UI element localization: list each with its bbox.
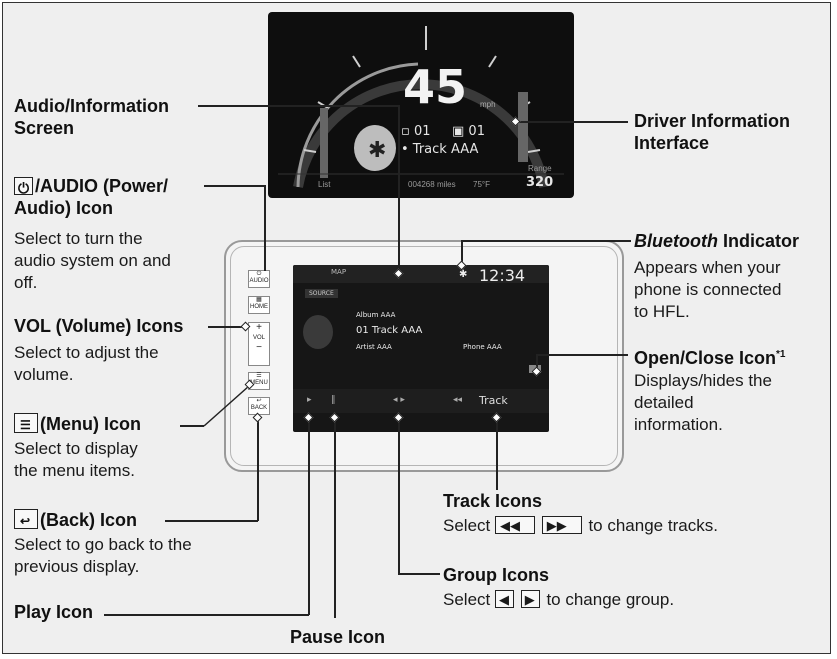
track-prev-button[interactable]: ◂◂ [453,395,463,405]
leader-open-close-v [536,354,538,370]
plus-icon: + [256,322,262,333]
label-back: ↩(Back) Icon [14,509,137,531]
map-tab[interactable]: MAP [331,268,347,276]
pause-button[interactable]: ‖ [331,395,336,405]
leader-power-v [264,185,266,271]
cluster-speed: 45 [403,60,468,114]
power-icon: ⏻ [14,177,33,196]
screen-track: 01 Track AAA [356,325,423,336]
track-button[interactable]: Track [479,394,508,407]
bluetooth-indicator-icon: ✱ [459,269,468,280]
cluster-range: 320 [526,175,554,190]
cluster-disc-row: ▫ 01 [401,124,431,139]
label-power-audio: ⏻/AUDIO (Power/Audio) Icon [14,176,169,218]
menu-icon: ☰ [14,413,38,433]
group-buttons[interactable]: ◂ ▸ [393,395,405,405]
leader-menu-h [180,425,204,427]
leader-back-v [257,418,259,521]
leader-group-v [398,418,400,574]
leader-play-h [104,614,309,616]
label-open-close: Open/Close Icon*1 [634,348,786,368]
label-play: Play Icon [14,602,94,622]
head-unit-inner-bezel [230,246,618,466]
label-group: Group Icons [443,565,550,585]
screen-phone: Phone AAA [463,343,502,351]
leader-open-close-h [536,354,628,356]
leader-driver-info [518,121,628,123]
disc-icon: ▫ [401,124,414,139]
leader-audio-screen-v [398,105,400,273]
cluster-speed-unit: mph [480,100,496,109]
cluster-track: • Track AAA [401,142,479,157]
leader-vol [208,326,248,328]
screen-clock: 12:34 [479,266,526,285]
cluster-folder-row: ▣ 01 [452,124,485,139]
leader-pause-v [334,418,336,618]
audio-information-screen: MAP ✱ 12:34 SOURCE Album AAA 01 Track AA… [293,265,549,432]
label-pause: Pause Icon [290,627,386,647]
home-grid-icon: ▦ [256,297,262,303]
svg-text:✱: ✱ [368,138,386,163]
screen-album: Album AAA [356,311,396,319]
play-button[interactable]: ▸ [307,395,312,405]
volume-button[interactable]: +VOL− [248,322,270,366]
screen-control-bar [293,389,549,413]
leader-audio-screen-h [198,105,398,107]
minus-icon: − [256,342,262,353]
screen-status-bar [293,265,549,283]
power-audio-button[interactable]: ⏻AUDIO [248,270,270,288]
back-icon: ↩ [14,509,38,529]
driver-information-interface: ✱ 45 mph ▫ 01 ▣ 01 • Track AAA List 0042… [268,12,574,198]
cluster-gauge-arc: ✱ [278,26,564,188]
skip-forward-icon: ▶▶ [541,516,582,534]
folder-icon: ▣ [452,124,469,139]
source-button[interactable]: SOURCE [305,289,338,298]
leader-track-v [496,418,498,490]
bluetooth-source-icon [303,315,333,349]
group-down-icon: ◀ [494,590,514,608]
screen-artist: Artist AAA [356,343,392,351]
label-menu: ☰(Menu) Icon [14,413,141,435]
desc-group: Select ◀ ▶ to change group. [443,590,675,609]
label-track: Track Icons [443,491,543,511]
skip-back-icon: ◀◀ [494,516,535,534]
leader-group-h [398,573,440,575]
leader-back-h [165,520,258,522]
leader-bt-h [461,240,631,242]
home-button[interactable]: ▦HOME [248,296,270,314]
desc-track: Select ◀◀ ▶▶ to change tracks. [443,516,718,535]
cluster-odometer: 004268 miles [408,180,456,189]
leader-bt-v [461,240,463,264]
back-arrow-icon: ↩ [256,398,262,404]
cluster-range-label: Range [528,164,552,173]
label-vol: VOL (Volume) Icons [14,316,184,336]
cluster-list: List [318,180,331,189]
cluster-temp: 75°F [473,180,490,189]
leader-power-h [204,185,264,187]
power-icon: ⏻ [256,271,262,277]
leader-menu-diag [203,385,250,427]
label-bluetooth: Bluetooth Indicator [634,231,799,251]
menu-icon: ☰ [256,373,262,379]
leader-play-v [308,418,310,615]
group-up-icon: ▶ [520,590,540,608]
